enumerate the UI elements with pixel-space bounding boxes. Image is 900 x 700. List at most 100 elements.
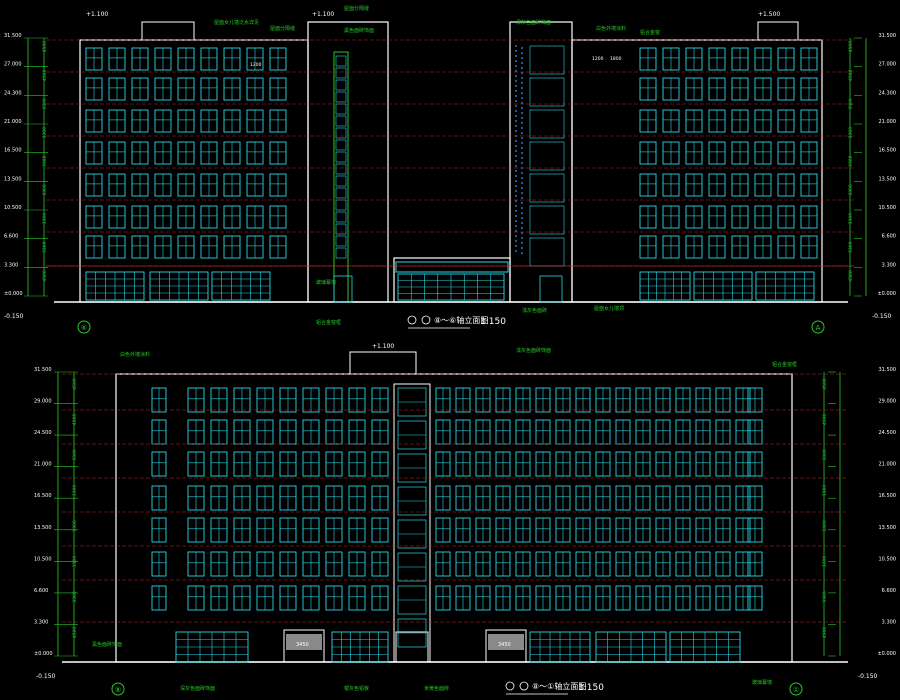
dimension-mark: 3300: [848, 241, 854, 253]
top-note-7: 铝合金窗: [640, 29, 660, 36]
top-view-title: ⑧～⑥轴立面图: [434, 315, 488, 325]
top-note-2: 屋面分隔缝: [270, 25, 295, 32]
top-note-8: 玻璃幕墙: [316, 279, 336, 286]
elevation-mark: 24.500: [34, 430, 52, 436]
top-roof-level-right: +1.500: [758, 11, 780, 18]
dimension-mark: 3300: [822, 556, 828, 568]
top-window-grid: [85, 40, 818, 303]
door-panel: [488, 634, 524, 650]
bottom-ground-level-left: -0.150: [36, 673, 56, 680]
top-ground-level-right: -0.150: [872, 313, 892, 320]
top-roof-level-mid: +1.100: [312, 11, 334, 18]
dimension-mark: 3300: [822, 449, 828, 461]
dimension-mark: 4500: [848, 270, 854, 282]
elevation-mark: 29.000: [879, 399, 897, 405]
top-note-1: 屋面女儿墙泛水详见: [214, 19, 259, 26]
dimension-mark: 3300: [848, 98, 854, 110]
dimension-mark: 3300: [42, 241, 48, 253]
bottom-elevation: +1.100 白色外墙涂料 浅灰色面砖饰面 铝合金窗框 黑色面砖饰面 深灰色面砖…: [36, 343, 878, 696]
top-view-scale: 1:150: [480, 317, 506, 327]
elevation-mark: 10.500: [4, 205, 22, 211]
top-note-10: 屋面女儿墙顶: [594, 305, 624, 312]
elevation-mark: 16.500: [34, 493, 52, 499]
dimension-mark: 3300: [848, 184, 854, 196]
top-note-5: 深灰色面砖饰面: [516, 19, 551, 26]
dimension-mark: 3300: [822, 520, 828, 532]
bottom-door-label-2: 3450: [498, 642, 511, 648]
top-elevation: +1.100 +1.100 +1.500 屋面女儿墙泛水详见 屋面分隔缝 屋面分…: [4, 5, 892, 334]
elevation-mark: ±0.000: [4, 291, 23, 297]
dimension-mark: 4500: [848, 41, 854, 53]
dimension-mark: 4500: [42, 41, 48, 53]
dimension-mark: 4500: [822, 378, 828, 390]
elevation-mark: 21.000: [4, 119, 22, 125]
bottom-axis-right: ①: [793, 686, 799, 694]
bottom-door-label-1: 3450: [296, 642, 309, 648]
top-level-lines: [46, 39, 854, 267]
elevation-mark: 13.500: [4, 176, 22, 182]
dimension-mark: 3300: [72, 485, 78, 497]
elevation-mark: 6.600: [34, 588, 48, 594]
elevation-mark: 3.300: [882, 262, 896, 268]
top-roof-level-left: +1.100: [86, 11, 108, 18]
elevation-mark: 21.000: [879, 119, 897, 125]
bottom-window-grid: [151, 387, 763, 663]
top-left-ladder: 31.50027.00024.30021.00016.50013.50010.5…: [4, 33, 48, 297]
elevation-mark: 29.000: [34, 399, 52, 405]
dimension-mark: 4500: [822, 414, 828, 426]
elevation-mark: 27.000: [879, 62, 897, 68]
bottom-note-2: 浅灰色面砖饰面: [516, 347, 551, 354]
top-note-6: 白色外墙涂料: [596, 25, 626, 32]
bottom-view-scale: 1:150: [578, 683, 604, 693]
elevation-mark: 16.500: [879, 493, 897, 499]
top-win-label-2: 1200: [592, 56, 604, 62]
top-win-label-1: 1200: [250, 62, 262, 68]
tower-door: [539, 275, 563, 303]
dimension-mark: 4500: [848, 69, 854, 81]
door-panel: [286, 634, 322, 650]
top-note-3: 屋面分隔缝: [344, 5, 369, 12]
bottom-roof-level: +1.100: [372, 343, 394, 350]
elevation-mark: 6.600: [4, 234, 18, 240]
top-axis-right: A: [816, 324, 821, 332]
dimension-mark: 3300: [848, 213, 854, 225]
elevation-mark: 31.500: [34, 367, 52, 373]
top-note-11: 铝合金窗框: [316, 319, 341, 326]
dimension-mark: 3300: [848, 127, 854, 139]
top-building-frame: [54, 21, 848, 303]
elevation-mark: 31.500: [879, 367, 897, 373]
bottom-ground-level-right: -0.150: [858, 673, 878, 680]
top-ground-level-left: -0.150: [4, 313, 24, 320]
top-note-4: 黑色面砖饰面: [344, 27, 374, 34]
bottom-axis-left: ⑧: [115, 686, 121, 694]
elevation-mark: 6.600: [882, 234, 896, 240]
elevation-mark: 10.500: [34, 556, 52, 562]
bottom-level-lines: [62, 373, 848, 623]
dimension-mark: 4500: [72, 378, 78, 390]
dimension-mark: 3300: [822, 591, 828, 603]
elevation-ladders: 31.50027.00024.30021.00016.50013.50010.5…: [4, 33, 896, 657]
elevation-mark: 3.300: [4, 262, 18, 268]
elevation-mark: 6.600: [882, 588, 896, 594]
dimension-mark: 4500: [72, 627, 78, 639]
top-win-label-3: 1800: [610, 56, 622, 62]
elevation-mark: 31.500: [879, 33, 897, 39]
top-note-9: 浅灰色面砖: [522, 307, 547, 314]
elevation-mark: ±0.000: [34, 651, 53, 657]
dimension-mark: 3300: [42, 213, 48, 225]
bottom-note-7: 米黄色面砖: [424, 685, 449, 692]
dimension-mark: 3300: [72, 591, 78, 603]
elevation-mark: 16.500: [4, 148, 22, 154]
dimension-mark: 3300: [42, 98, 48, 110]
elevation-mark: ±0.000: [877, 291, 896, 297]
elevation-mark: 10.500: [879, 205, 897, 211]
elevation-mark: 3.300: [34, 619, 48, 625]
top-axis-left: ⑥: [81, 324, 87, 332]
dimension-mark: 3300: [42, 184, 48, 196]
bottom-view-title: ⑧～①轴立面图: [532, 681, 586, 691]
elevation-mark: 21.000: [34, 462, 52, 468]
stair-door: [333, 275, 353, 303]
dimension-mark: 3300: [42, 155, 48, 167]
elevation-mark: 16.500: [879, 148, 897, 154]
